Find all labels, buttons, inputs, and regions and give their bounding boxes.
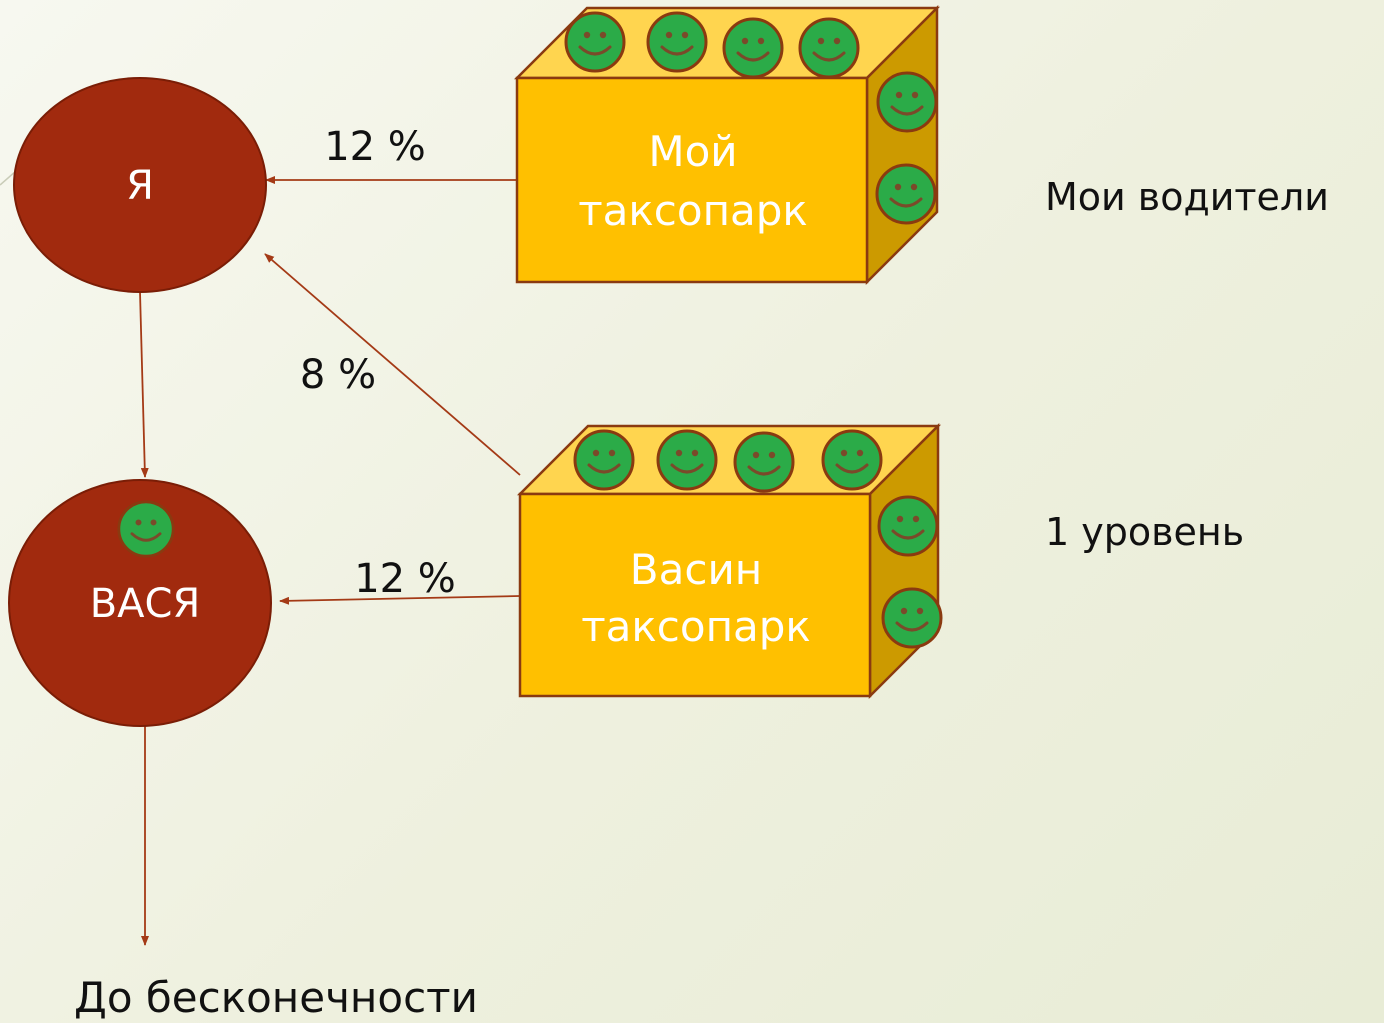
node-me: Я bbox=[13, 77, 267, 293]
arrow-vasya-park-to-vasya bbox=[279, 595, 521, 605]
smiley-icon bbox=[733, 431, 795, 493]
box-my-park: Мой таксопарк bbox=[513, 4, 941, 286]
bottom-label-infinity: До бесконечности bbox=[74, 973, 478, 1022]
smiley-icon bbox=[117, 500, 175, 558]
edge-label-vasya-park-to-vasya: 12 % bbox=[354, 556, 456, 602]
smiley-icon bbox=[564, 11, 626, 73]
arrows bbox=[139, 176, 521, 946]
node-vasya: ВАСЯ bbox=[8, 479, 272, 727]
smiley-icon bbox=[877, 495, 939, 557]
smiley-icon bbox=[881, 587, 943, 649]
arrow-vasya-park-to-me bbox=[264, 253, 521, 476]
node-vasya-label: ВАСЯ bbox=[90, 581, 201, 627]
box-my-park-line2: таксопарк bbox=[578, 186, 808, 235]
side-label-level-1: 1 уровень bbox=[1045, 510, 1244, 554]
box-my-park-line1: Мой bbox=[648, 127, 737, 176]
smiley-icon bbox=[876, 71, 938, 133]
smiley-icon bbox=[722, 17, 784, 79]
edge-label-vasya-park-to-me: 8 % bbox=[300, 352, 376, 398]
box-vasya-park-line2: таксопарк bbox=[581, 602, 811, 651]
smiley-icon bbox=[875, 163, 937, 225]
smiley-icon bbox=[821, 429, 883, 491]
box-vasya-park-line1: Васин bbox=[630, 545, 762, 594]
edge-label-my-park-to-me: 12 % bbox=[324, 124, 426, 170]
smiley-icon bbox=[656, 429, 718, 491]
smiley-icon bbox=[798, 17, 860, 79]
arrow-me-to-vasya bbox=[139, 291, 149, 478]
smiley-icon bbox=[573, 429, 635, 491]
smiley-icon bbox=[646, 11, 708, 73]
node-me-label: Я bbox=[126, 163, 154, 209]
side-label-my-drivers: Мои водители bbox=[1045, 175, 1329, 219]
box-vasya-park: Васин таксопарк bbox=[516, 422, 943, 700]
